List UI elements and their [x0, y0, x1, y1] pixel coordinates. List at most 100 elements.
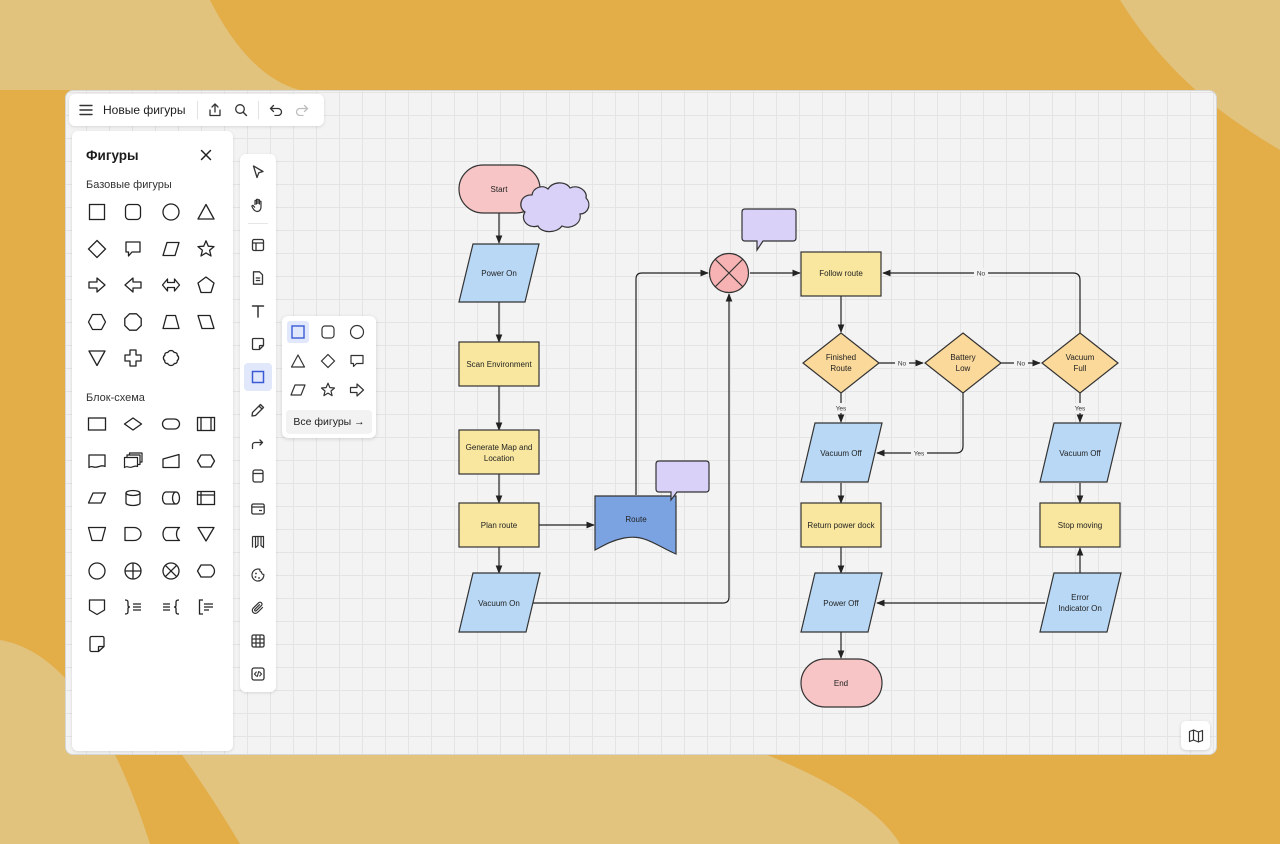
hexagon-shape-icon[interactable] — [85, 310, 109, 334]
parallelogram-shape-icon[interactable] — [287, 379, 309, 401]
rounded-square-shape-icon[interactable] — [121, 200, 145, 224]
stop-moving-node[interactable] — [1039, 502, 1121, 548]
finished-route-decision[interactable] — [802, 332, 880, 394]
or-shape-icon[interactable] — [121, 559, 145, 583]
document-title[interactable]: Новые фигуры — [103, 103, 186, 117]
inverted-triangle-shape-icon[interactable] — [85, 346, 109, 370]
return-power-dock-node[interactable] — [800, 502, 882, 548]
preparation-shape-icon[interactable] — [194, 449, 218, 473]
manual-operation-shape-icon[interactable] — [85, 522, 109, 546]
cross-shape-icon[interactable] — [121, 346, 145, 370]
export-icon[interactable] — [202, 97, 228, 123]
double-arrow-shape-icon[interactable] — [159, 273, 183, 297]
connector-line[interactable] — [882, 269, 1081, 333]
route-document-node[interactable] — [594, 495, 677, 555]
connector-shape-icon[interactable] — [85, 559, 109, 583]
summing-junction-shape-icon[interactable] — [159, 559, 183, 583]
rounded-square-shape-icon[interactable] — [317, 321, 339, 343]
database-shape-icon[interactable] — [121, 486, 145, 510]
delay-shape-icon[interactable] — [121, 522, 145, 546]
end-terminator[interactable] — [800, 658, 883, 708]
note-shape-icon[interactable] — [85, 632, 109, 656]
arrow-right-shape-icon[interactable] — [346, 379, 368, 401]
connector-line[interactable] — [876, 393, 964, 457]
trapezoid-shape-icon[interactable] — [159, 310, 183, 334]
search-icon[interactable] — [228, 97, 254, 123]
triangle-shape-icon[interactable] — [287, 350, 309, 372]
triangle-shape-icon[interactable] — [194, 200, 218, 224]
annotation-left-brace-icon[interactable] — [159, 595, 183, 619]
hand-tool-icon[interactable] — [244, 191, 272, 219]
annotation-bracket-icon[interactable] — [194, 595, 218, 619]
embed-code-tool-icon[interactable] — [244, 660, 272, 688]
page-tool-icon[interactable] — [244, 264, 272, 292]
select-tool-icon[interactable] — [244, 158, 272, 186]
follow-route-node[interactable] — [800, 251, 882, 297]
stored-data-shape-icon[interactable] — [159, 522, 183, 546]
undo-icon[interactable] — [263, 97, 289, 123]
kanban-tool-icon[interactable] — [244, 528, 272, 556]
arrow-right-shape-icon[interactable] — [85, 273, 109, 297]
card-tool-icon[interactable] — [244, 495, 272, 523]
slanted-shape-icon[interactable] — [194, 310, 218, 334]
power-on-data-node[interactable] — [458, 243, 540, 303]
generate-map-node[interactable] — [458, 429, 540, 475]
parallelogram-shape-icon[interactable] — [159, 237, 183, 261]
display-shape-icon[interactable] — [194, 559, 218, 583]
plan-route-node[interactable] — [458, 502, 540, 548]
vacuum-on-data-node[interactable] — [458, 572, 541, 633]
multi-document-shape-icon[interactable] — [121, 449, 145, 473]
cloud-shape-icon[interactable] — [159, 346, 183, 370]
battery-low-decision[interactable] — [924, 332, 1002, 394]
circle-shape-icon[interactable] — [346, 321, 368, 343]
diamond-shape-icon[interactable] — [317, 350, 339, 372]
connector-tool-icon[interactable] — [244, 429, 272, 457]
diamond-shape-icon[interactable] — [85, 237, 109, 261]
predefined-process-shape-icon[interactable] — [194, 412, 218, 436]
square-shape-icon[interactable] — [287, 321, 309, 343]
text-tool-icon[interactable] — [244, 297, 272, 325]
circle-shape-icon[interactable] — [159, 200, 183, 224]
vacuum-full-decision[interactable] — [1041, 332, 1119, 394]
sticky-note-tool-icon[interactable] — [244, 330, 272, 358]
container-tool-icon[interactable] — [244, 462, 272, 490]
process-shape-icon[interactable] — [85, 412, 109, 436]
data-shape-icon[interactable] — [85, 486, 109, 510]
pen-tool-icon[interactable] — [244, 396, 272, 424]
offpage-connector-shape-icon[interactable] — [85, 595, 109, 619]
comment-bubble-shape[interactable] — [741, 208, 797, 252]
internal-storage-shape-icon[interactable] — [194, 486, 218, 510]
table-tool-icon[interactable] — [244, 627, 272, 655]
emoji-tool-icon[interactable] — [244, 561, 272, 589]
decision-shape-icon[interactable] — [121, 412, 145, 436]
connector-line[interactable] — [530, 293, 733, 604]
close-icon[interactable] — [196, 145, 216, 165]
star-shape-icon[interactable] — [317, 379, 339, 401]
vacuum-off-data-node[interactable] — [1039, 422, 1122, 483]
frame-tool-icon[interactable] — [244, 231, 272, 259]
arrow-left-shape-icon[interactable] — [121, 273, 145, 297]
terminator-shape-icon[interactable] — [159, 412, 183, 436]
shape-tool-icon[interactable] — [244, 363, 272, 391]
octagon-shape-icon[interactable] — [121, 310, 145, 334]
all-shapes-button[interactable]: Все фигуры → — [286, 410, 372, 434]
map-icon[interactable] — [1181, 721, 1210, 750]
error-indicator-data-node[interactable] — [1039, 572, 1122, 633]
document-shape-icon[interactable] — [85, 449, 109, 473]
annotation-right-brace-icon[interactable] — [121, 595, 145, 619]
redo-icon[interactable] — [289, 97, 315, 123]
attachment-tool-icon[interactable] — [244, 594, 272, 622]
scan-environment-node[interactable] — [458, 341, 540, 387]
comment-bubble-shape[interactable] — [655, 460, 710, 502]
speech-bubble-shape-icon[interactable] — [121, 237, 145, 261]
square-shape-icon[interactable] — [85, 200, 109, 224]
power-off-data-node[interactable] — [800, 572, 883, 633]
merge-shape-icon[interactable] — [194, 522, 218, 546]
vacuum-off-data-node[interactable] — [800, 422, 883, 483]
menu-icon[interactable] — [73, 97, 99, 123]
pentagon-shape-icon[interactable] — [194, 273, 218, 297]
manual-input-shape-icon[interactable] — [159, 449, 183, 473]
star-shape-icon[interactable] — [194, 237, 218, 261]
speech-bubble-shape-icon[interactable] — [346, 350, 368, 372]
connector-line[interactable] — [635, 269, 709, 495]
